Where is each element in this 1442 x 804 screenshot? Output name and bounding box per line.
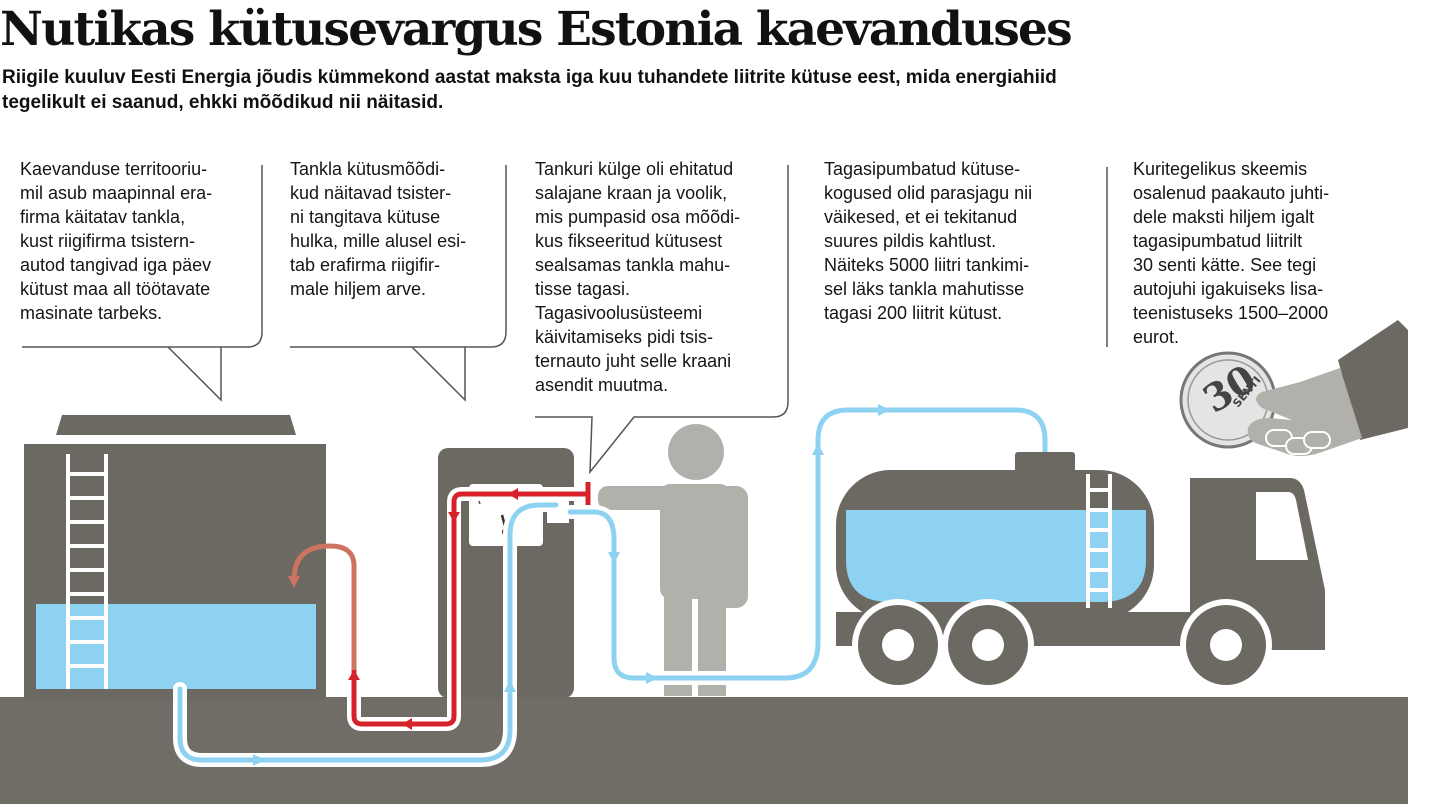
callout-line: sealsamas tankla mahu- [535,255,731,275]
coin-and-hand: 30 SENTI [1179,320,1408,456]
callout-line: mis pumpasid osa mõõdi- [535,207,741,227]
fuel-pipe-supply [177,502,559,763]
callout-line: ni tangitava kütuse [290,207,441,227]
page-subtitle: Riigile kuuluv Eesti Energia jõudis kümm… [2,67,1057,113]
callout-line: male hiljem arve. [290,279,427,299]
callout-line: Tankla kütusmõõdi- [290,159,446,179]
callout-line: masinate tarbeks. [20,303,163,323]
callout-line: kogused olid parasjagu nii [824,183,1033,203]
callout-driver-payment: Kuritegelikus skeemis osalenud paakauto … [1133,157,1378,349]
callout-fuel-meters: Tankla kütusmõõdi- kud näitavad tsister-… [290,157,490,301]
callout-line: Tagasivoolusüsteemi [535,303,703,323]
callout-line: ternauto juht selle kraani [535,351,732,371]
callout-line: tab erafirma riigifir- [290,255,441,275]
callout-line: mil asub maapinnal era- [20,183,213,203]
callout-line: Näiteks 5000 liitri tankimi- [824,255,1030,275]
callout-line: kus fikseeritud kütusest [535,231,723,251]
storage-tank [24,415,326,699]
callout-line: asendit muutma. [535,375,669,395]
callout-line: autod tangivad iga päev [20,255,212,275]
hand-sleeve [1338,320,1408,440]
fuel-hose [567,407,1048,681]
callout-line: Kuritegelikus skeemis [1133,159,1308,179]
callout-line: väikesed, et ei tekitanud [824,207,1018,227]
callout-line: kust riigifirma tsistern- [20,231,196,251]
callout-line: salajane kraan ja voolik, [535,183,728,203]
callout-line: tagasi 200 liitrit kütust. [824,303,1003,323]
callout-line: dele maksti hiljem igalt [1133,207,1315,227]
callout-line: suures pildis kahtlust. [824,231,997,251]
callout-line: kud näitavad tsister- [290,183,452,203]
ground [0,697,1408,804]
callout-line: teenistuseks 1500–2000 [1133,303,1329,323]
callout-fuel-station: Kaevanduse territooriu- mil asub maapinn… [20,157,255,325]
page-title: Nutikas kütusevargus Estonia kaevanduses [0,2,1073,57]
truck-ladder [1086,474,1112,608]
bubble-outline-2 [290,165,507,402]
driver-figure [598,424,748,696]
callout-line: autojuhi igakuiseks lisa- [1133,279,1324,299]
speech-bubbles [22,165,1108,475]
callout-line: tagasipumbatud liitrilt [1133,231,1303,251]
return-pipe [351,491,588,727]
callout-line: kütust maa all töötavate [20,279,211,299]
callout-small-amounts: Tagasipumbatud kütuse- kogused olid para… [824,157,1084,325]
tank-ladder [66,454,108,689]
callout-line: hulka, mille alusel esi- [290,231,467,251]
bubble-outline-1 [22,165,263,402]
callout-line: 30 senti kätte. See tegi [1133,255,1317,275]
tanker-truck [836,452,1325,691]
callout-line: Tankuri külge oli ehitatud [535,159,734,179]
callout-secret-valve: Tankuri külge oli ehitatud salajane kraa… [535,157,780,397]
callout-line: Kaevanduse territooriu- [20,159,208,179]
callout-line: käivitamiseks pidi tsis- [535,327,714,347]
overflow-pipe [291,543,357,670]
callout-line: eurot. [1133,327,1180,347]
callout-line: tisse tagasi. [535,279,631,299]
bubble-outline-3 [535,165,789,475]
callout-line: firma käitatav tankla, [20,207,186,227]
truck-wheels [852,599,1272,691]
callout-line: osalenud paakauto juhti- [1133,183,1330,203]
callout-line: Tagasipumbatud kütuse- [824,159,1021,179]
callout-line: sel läks tankla mahutisse [824,279,1025,299]
